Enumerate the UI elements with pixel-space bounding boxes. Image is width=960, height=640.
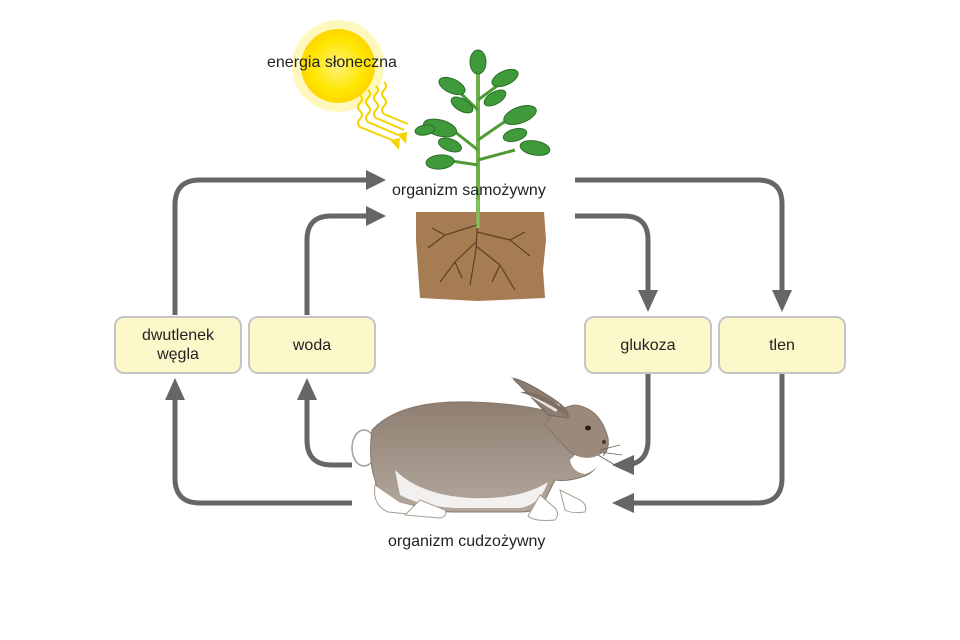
rabbit-icon	[351, 377, 623, 521]
arrow-co2-to-plant	[172, 177, 368, 315]
glucose-box-label: glukoza	[620, 336, 676, 354]
producer-label: organizm samożywny	[392, 182, 546, 199]
arrow-plant-to-oxygen	[575, 177, 785, 292]
arrow-oxygen-to-rabbit	[632, 374, 785, 506]
glucose-box: glukoza	[584, 316, 712, 374]
arrow-water-to-plant	[304, 213, 368, 315]
arrow-glucose-to-rabbit	[620, 374, 651, 468]
oxygen-box-label: tlen	[769, 336, 795, 354]
sun-rays-icon	[357, 81, 409, 141]
arrow-rabbit-to-water	[304, 396, 352, 468]
arrow-rabbit-to-co2	[172, 396, 352, 506]
co2-box: dwutlenek węgla	[114, 316, 242, 374]
consumer-label: organizm cudzożywny	[388, 533, 546, 550]
oxygen-box: tlen	[718, 316, 846, 374]
water-box: woda	[248, 316, 376, 374]
sun-label: energia słoneczna	[267, 54, 397, 71]
co2-box-label-line2: węgla	[157, 346, 199, 363]
plant-icon	[414, 49, 551, 301]
water-box-label: woda	[292, 336, 332, 354]
soil-block	[416, 211, 546, 301]
sun-icon	[292, 20, 409, 150]
arrow-plant-to-glucose	[575, 213, 651, 292]
arrow-heads	[165, 170, 792, 513]
co2-box-label-line1: dwutlenek	[141, 327, 215, 344]
